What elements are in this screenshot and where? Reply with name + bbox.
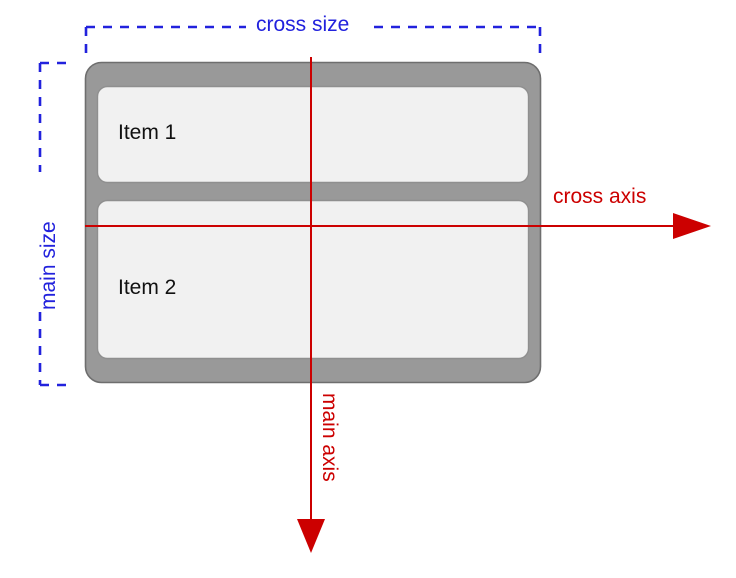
main-size-bracket [38,61,70,387]
cross-axis-arrow [85,213,711,239]
flex-item-2-box[interactable] [96,199,530,360]
flex-item-1-label: Item 1 [118,121,177,144]
main-axis-arrowhead [297,519,325,553]
flex-item-2-label: Item 2 [118,276,177,299]
main-axis-label: main axis [318,393,341,482]
cross-size-bracket [84,25,542,57]
cross-axis-label: cross axis [553,185,647,208]
cross-size-label: cross size [256,13,350,36]
flex-item-1[interactable] [96,85,530,184]
main-axis-arrow [297,57,325,553]
flex-item-1-box[interactable] [96,85,530,184]
main-size-label: main size [37,221,60,310]
cross-axis-arrowhead [673,213,711,239]
flex-item-2[interactable] [96,199,530,360]
